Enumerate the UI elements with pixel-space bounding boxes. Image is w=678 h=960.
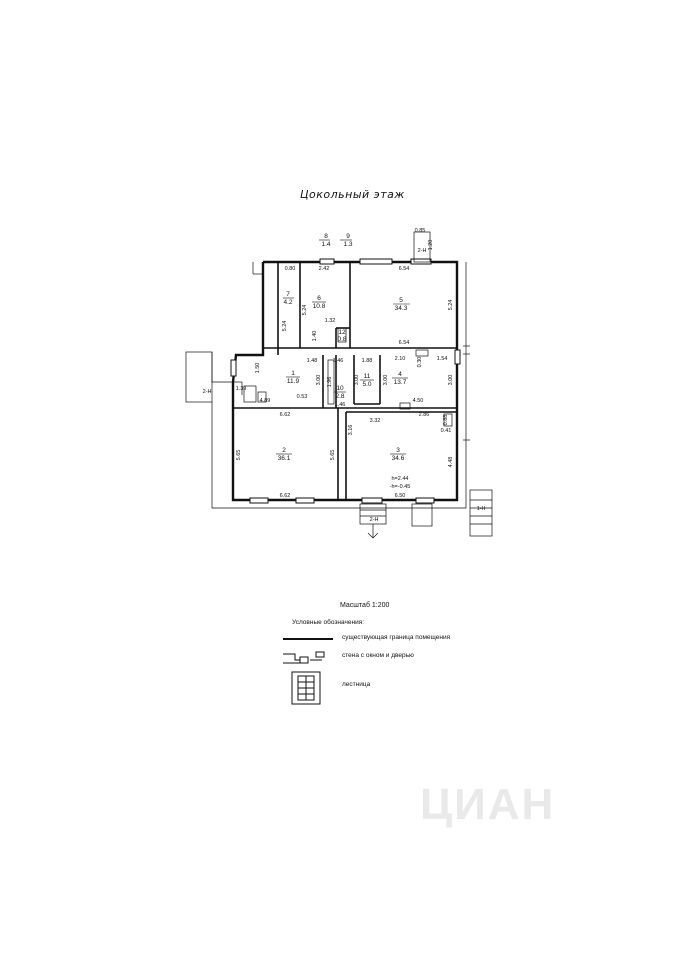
dimension-labels: 0.85 1.20 2-Н 0.80 2.42 6.54 5.24 5.24 5… [203, 228, 486, 523]
dim-label: 1.32 [325, 318, 336, 324]
dim-label: 1.20 [428, 240, 434, 251]
dim-label: 3.32 [370, 418, 381, 424]
room-label-7-area: 4.2 [283, 299, 292, 306]
dim-label: 6.54 [399, 266, 410, 272]
scale-label: Масштаб 1:200 [340, 602, 390, 609]
dim-label: 2.10 [395, 356, 406, 362]
dim-label: 2-Н [203, 389, 212, 395]
room-label-4-area: 13.7 [394, 379, 407, 386]
legend-item-wall-window-door: стена с окном и дверью [342, 652, 414, 659]
legend-graphics [283, 638, 333, 705]
dim-label: 2-Н [370, 517, 379, 523]
room-label-2-number: 2 [282, 447, 286, 454]
dim-label: 0.53 [297, 394, 308, 400]
dim-label: 6.50 [395, 493, 406, 499]
dim-label: 0.80 [285, 266, 296, 272]
room-label-8-area: 1.4 [321, 241, 330, 248]
dim-label: 3.00 [354, 375, 360, 386]
room-label-5-number: 5 [399, 297, 403, 304]
dim-label: 6.62 [280, 493, 291, 499]
dim-label: 0.85 [415, 228, 426, 234]
interior-walls [233, 262, 457, 500]
room-label-9-number: 9 [346, 233, 350, 240]
legend-item-stairs: лестница [342, 681, 371, 688]
room-label-3-area: 34.6 [392, 455, 405, 462]
dim-label: 1.96 [327, 377, 333, 388]
legend-item-boundary: существующая граница помещения [342, 634, 451, 641]
dim-label: 5.65 [236, 450, 242, 461]
dim-label: 6.54 [399, 340, 410, 346]
dim-label: 1.50 [255, 363, 261, 374]
dim-label: 4.89 [260, 398, 271, 404]
room-label-8-number: 8 [324, 233, 328, 240]
room-label-1-area: 11.9 [287, 378, 300, 385]
dim-label: 1.54 [437, 356, 448, 362]
dim-label: -h=-0.45 [390, 484, 411, 490]
dim-label: 2-Н [418, 248, 427, 254]
room-label-11-area: 5.0 [362, 381, 371, 388]
dim-label: 3.00 [316, 375, 322, 386]
dim-label: 1.48 [307, 358, 318, 364]
dim-label: 2.86 [419, 412, 430, 418]
dim-label: 6.62 [280, 412, 291, 418]
room-label-4-number: 4 [398, 371, 402, 378]
dim-label: 1.46 [333, 358, 344, 364]
dim-label: 1.39 [236, 386, 247, 392]
room-label-10-number: 10 [336, 385, 344, 392]
watermark-logo: ЦИАН [420, 780, 556, 829]
dim-label: 1.40 [312, 331, 318, 342]
dim-label: 4.50 [413, 398, 424, 404]
room-label-10-area: 2.8 [335, 393, 344, 400]
stairs [359, 231, 493, 539]
dim-label: 1.46 [335, 402, 346, 408]
room-label-1-number: 1 [291, 370, 295, 377]
dim-label: 2.42 [319, 266, 330, 272]
room-label-9-area: 1.3 [343, 241, 352, 248]
dim-label: 0.30 [417, 357, 423, 368]
dim-label: 1.88 [362, 358, 373, 364]
room-label-6-area: 10.8 [313, 303, 326, 310]
room-label-3-number: 3 [396, 447, 400, 454]
dim-label: 5.24 [282, 321, 288, 332]
dim-label: 3.16 [348, 425, 354, 436]
dim-label: 5.65 [330, 450, 336, 461]
dim-label: 3.00 [448, 375, 454, 386]
room-label-2-area: 36.1 [278, 455, 291, 462]
dim-label: 5.24 [302, 305, 308, 316]
dim-label: 0.88 [443, 415, 449, 426]
dim-label: 0.41 [441, 428, 452, 434]
dim-label: 5.24 [448, 300, 454, 311]
outer-walls [231, 260, 459, 502]
dim-label: 1-Н [477, 506, 486, 512]
area-underlines [276, 239, 410, 455]
room-label-12-number: 12 [338, 329, 346, 336]
dim-label: h=2.44 [392, 476, 409, 482]
room-label-6-number: 6 [317, 295, 321, 302]
room-label-11-number: 11 [364, 373, 371, 380]
auxiliary-lines [185, 262, 470, 509]
room-label-5-area: 34.3 [395, 305, 408, 312]
room-label-12-area: 0.8 [337, 336, 346, 343]
windows [230, 258, 461, 504]
room-label-7-number: 7 [286, 291, 290, 298]
dim-label: 4.48 [448, 457, 454, 468]
legend-heading: Условные обозначения: [292, 619, 365, 626]
room-labels: 7 4.2 6 10.8 5 34.3 1 11.9 12 0.8 10 2.8… [278, 233, 408, 462]
dim-label: 3.00 [383, 375, 389, 386]
page-title: Цокольный этаж [300, 188, 405, 201]
